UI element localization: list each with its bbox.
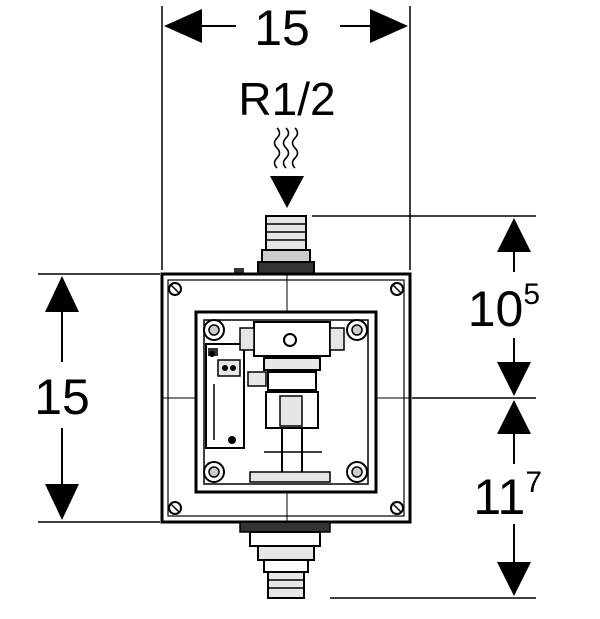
- service-panel: [194, 310, 378, 494]
- panel-screw-br-icon: [346, 461, 368, 483]
- screw-bottom-left-icon: [168, 501, 182, 515]
- lower-dim-label: 117: [473, 466, 542, 525]
- water-inlet-indicator: R1/2: [238, 73, 336, 208]
- screw-top-right-icon: [390, 282, 404, 296]
- inlet-thread: [265, 215, 307, 251]
- valve-collar: [267, 371, 317, 391]
- arrowhead-right-icon: [370, 9, 408, 43]
- valve-port-icon: [283, 333, 297, 347]
- outlet-collar: [263, 559, 309, 573]
- right-height-dimensions: 105 117: [312, 215, 542, 599]
- arrowhead-left-icon: [164, 9, 202, 43]
- wavy-line-mid-icon: [282, 127, 290, 169]
- electronics-module: [205, 343, 245, 449]
- outlet-fitting: [239, 521, 331, 599]
- flow-arrow-down-icon: [270, 176, 304, 208]
- upper-arrow-up-icon: [497, 218, 531, 252]
- panel-screw-tr-icon: [346, 319, 368, 341]
- inlet-fitting: [234, 215, 315, 275]
- upper-arrow-down-icon: [497, 362, 531, 396]
- panel-screw-tl-icon: [203, 319, 225, 341]
- valve-nut: [263, 357, 321, 371]
- left-height-dimension: 15: [34, 273, 160, 523]
- outlet-thread: [267, 571, 305, 599]
- valve-body: [239, 321, 345, 483]
- panel-screw-bl-icon: [203, 461, 225, 483]
- wavy-line-left-icon: [273, 127, 281, 169]
- arrowhead-up-icon: [45, 276, 79, 312]
- inlet-collar: [257, 261, 315, 275]
- top-width-dimension: 15: [161, 0, 411, 270]
- inlet-nut: [261, 249, 311, 263]
- screw-bottom-right-icon: [390, 501, 404, 515]
- left-height-label: 15: [34, 369, 90, 425]
- screw-top-left-icon: [168, 282, 182, 296]
- outlet-body: [249, 531, 321, 547]
- wavy-line-right-icon: [291, 127, 299, 169]
- outlet-flange: [239, 521, 331, 533]
- connection-label: R1/2: [238, 73, 335, 125]
- arrowhead-down-icon: [45, 484, 79, 520]
- outlet-nut: [257, 545, 315, 561]
- panel-inner-frame: [203, 319, 369, 485]
- top-width-label: 15: [254, 0, 310, 56]
- lower-arrow-up-icon: [497, 400, 531, 434]
- lower-arrow-down-icon: [497, 562, 531, 596]
- upper-dim-label: 105: [468, 278, 540, 337]
